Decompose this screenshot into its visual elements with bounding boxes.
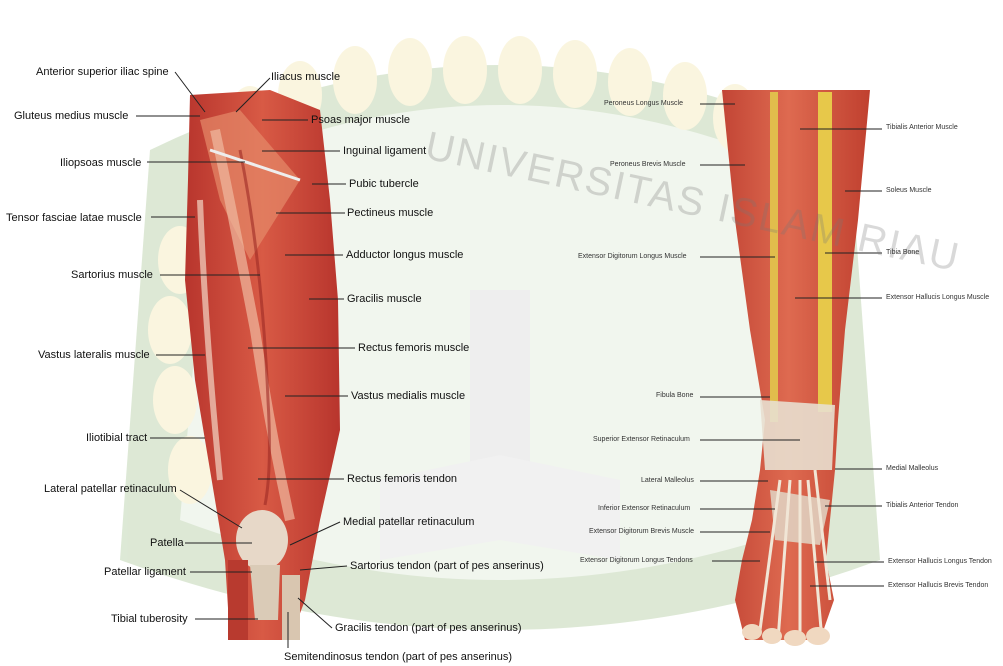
- label-iliopsoas: Iliopsoas muscle: [60, 157, 141, 169]
- label-peroneus-longus: Peroneus Longus Muscle: [604, 100, 683, 108]
- label-medial-patellar-retinaculum: Medial patellar retinaculum: [343, 516, 474, 528]
- label-patella: Patella: [150, 537, 184, 549]
- label-inferior-extensor-retinaculum: Inferior Extensor Retinaculum: [598, 505, 690, 513]
- label-iliotibial-tract: Iliotibial tract: [86, 432, 147, 444]
- label-medial-malleolus: Medial Malleolus: [886, 465, 938, 473]
- label-tibialis-anterior-muscle: Tibialis Anterior Muscle: [886, 124, 958, 132]
- label-tibia-bone: Tibia Bone: [886, 249, 919, 257]
- label-fibula-bone: Fibula Bone: [656, 392, 693, 400]
- label-gracilis-tendon: Gracilis tendon (part of pes anserinus): [335, 622, 521, 634]
- label-extensor-digitorum-longus-muscle: Extensor Digitorum Longus Muscle: [578, 253, 687, 261]
- label-semitendinosus-tendon: Semitendinosus tendon (part of pes anser…: [284, 651, 512, 663]
- label-extensor-hallucis-longus-tendon: Extensor Hallucis Longus Tendon: [888, 558, 992, 566]
- label-vastus-lateralis: Vastus lateralis muscle: [38, 349, 150, 361]
- label-soleus: Soleus Muscle: [886, 187, 932, 195]
- label-patellar-ligament: Patellar ligament: [104, 566, 186, 578]
- label-psoas-major: Psoas major muscle: [311, 114, 410, 126]
- label-sartorius: Sartorius muscle: [71, 269, 153, 281]
- label-sartorius-tendon: Sartorius tendon (part of pes anserinus): [350, 560, 544, 572]
- label-peroneus-brevis: Peroneus Brevis Muscle: [610, 161, 685, 169]
- label-extensor-digitorum-brevis: Extensor Digitorum Brevis Muscle: [589, 528, 694, 536]
- label-vastus-medialis: Vastus medialis muscle: [351, 390, 465, 402]
- label-extensor-hallucis-longus-muscle: Extensor Hallucis Longus Muscle: [886, 294, 989, 302]
- label-anterior-superior-iliac-spine: Anterior superior iliac spine: [36, 66, 169, 78]
- label-inguinal-ligament: Inguinal ligament: [343, 145, 426, 157]
- label-tibial-tuberosity: Tibial tuberosity: [111, 613, 188, 625]
- label-pubic-tubercle: Pubic tubercle: [349, 178, 419, 190]
- label-gracilis: Gracilis muscle: [347, 293, 422, 305]
- label-extensor-digitorum-longus-tendons: Extensor Digitorum Longus Tendons: [580, 557, 693, 565]
- label-superior-extensor-retinaculum: Superior Extensor Retinaculum: [593, 436, 690, 444]
- label-adductor-longus: Adductor longus muscle: [346, 249, 463, 261]
- label-extensor-hallucis-brevis-tendon: Extensor Hallucis Brevis Tendon: [888, 582, 988, 590]
- label-lateral-patellar-retinaculum: Lateral patellar retinaculum: [44, 483, 177, 495]
- label-tensor-fasciae-latae: Tensor fasciae latae muscle: [6, 212, 142, 224]
- label-pectineus: Pectineus muscle: [347, 207, 433, 219]
- label-iliacus: Iliacus muscle: [271, 71, 340, 83]
- label-lateral-malleolus: Lateral Malleolus: [641, 477, 694, 485]
- label-rectus-femoris: Rectus femoris muscle: [358, 342, 469, 354]
- label-rectus-femoris-tendon: Rectus femoris tendon: [347, 473, 457, 485]
- label-tibialis-anterior-tendon: Tibialis Anterior Tendon: [886, 502, 958, 510]
- label-gluteus-medius: Gluteus medius muscle: [14, 110, 128, 122]
